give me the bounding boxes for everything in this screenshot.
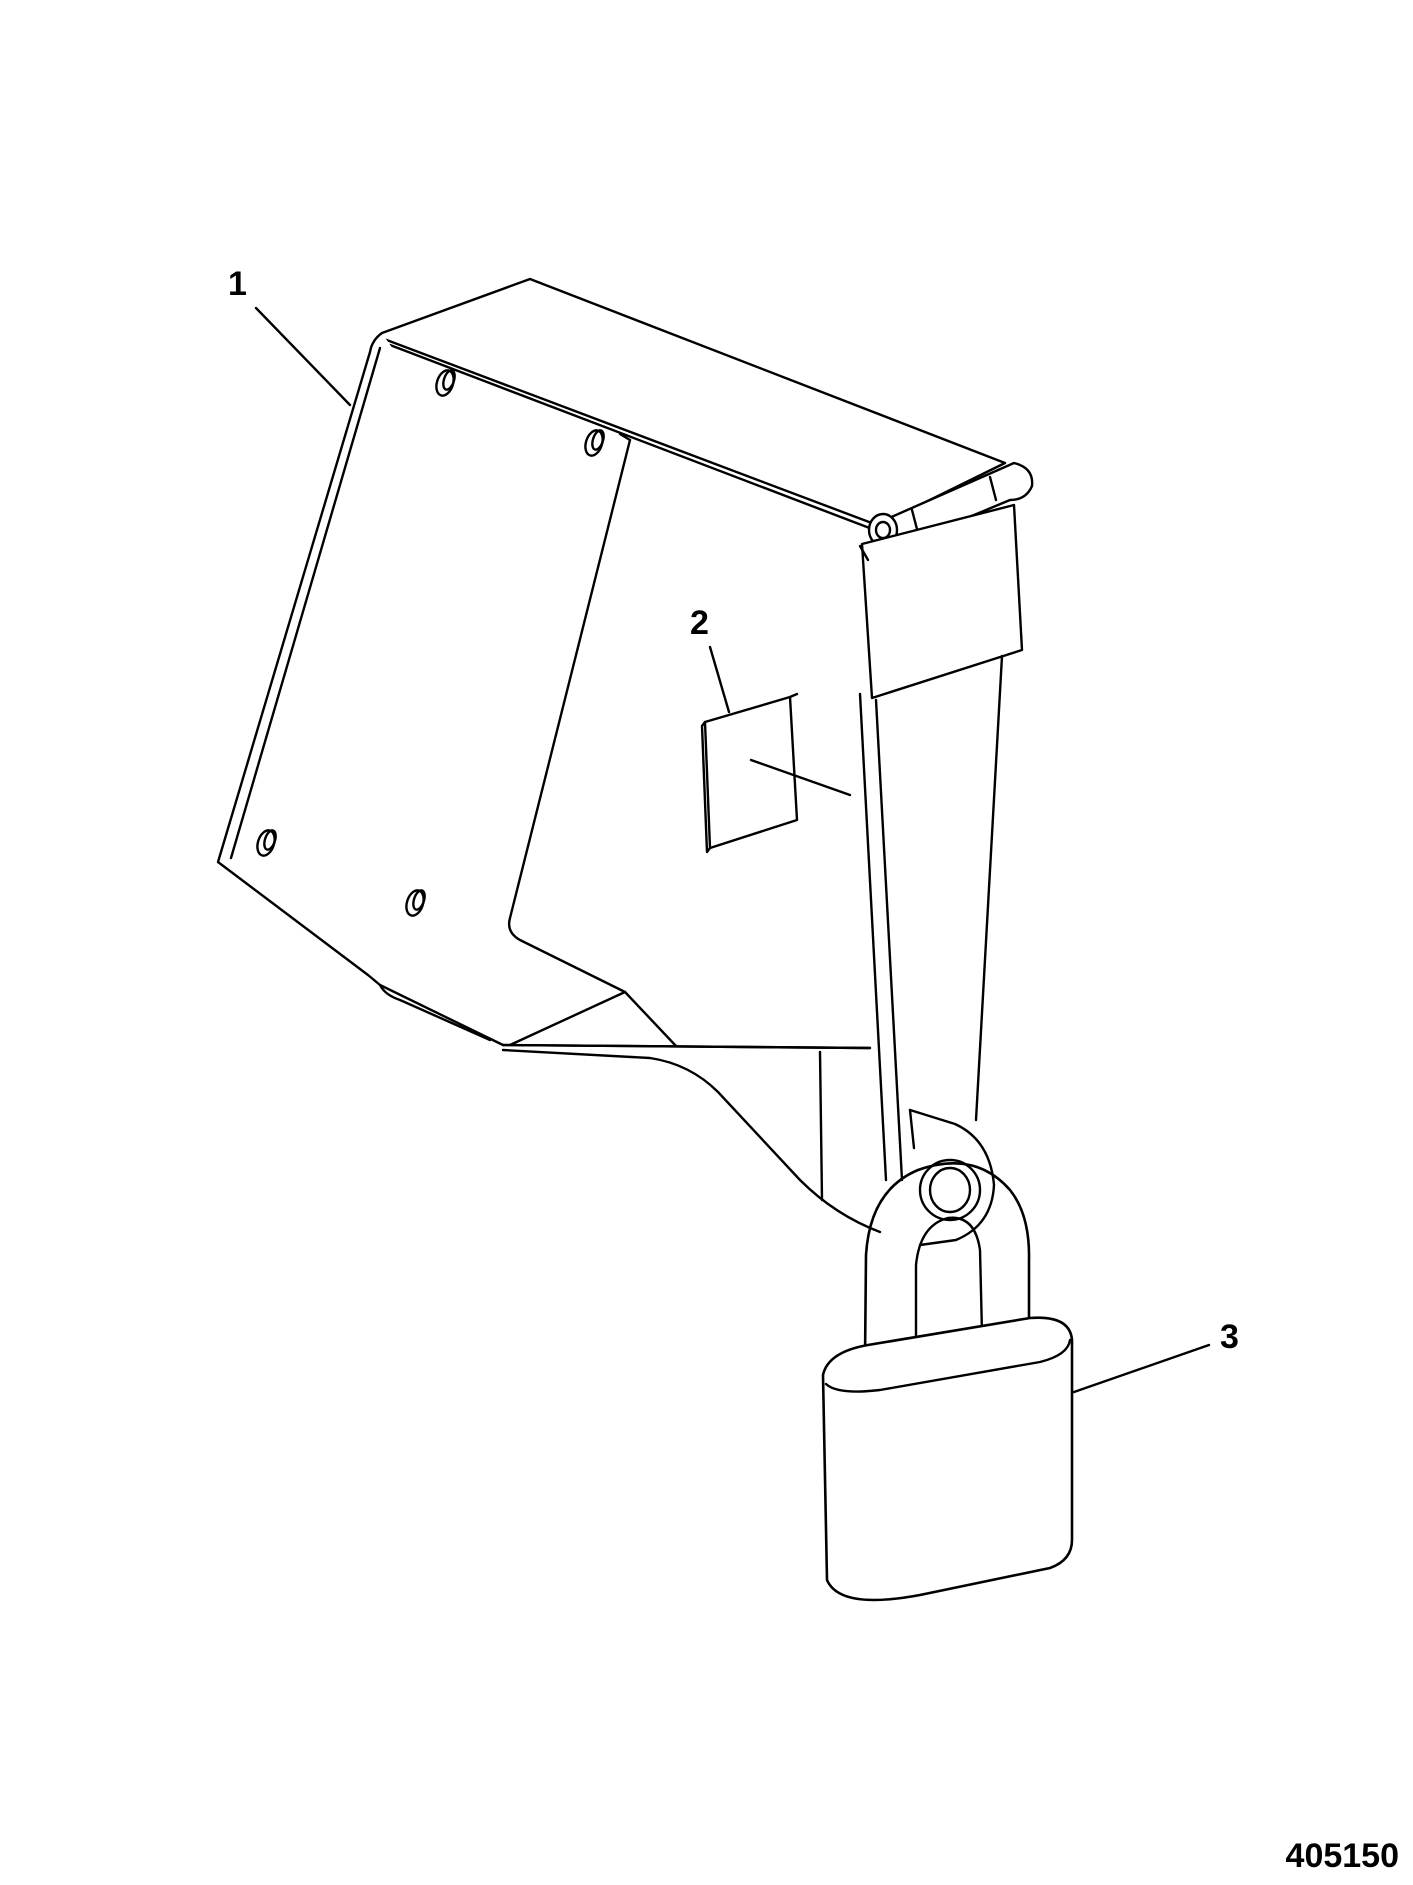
bracket-left-panel [216,331,872,1050]
callout-1-label: 1 [228,265,247,303]
mounting-hole-icon [256,829,277,857]
warning-decal [700,692,852,854]
bracket-top-flange-fold [382,337,887,530]
bracket-inner-fold [618,432,632,442]
padlock-shackle [863,1162,1031,1362]
bracket-inner-panel [507,438,678,1048]
bracket-lower-vertical [818,1050,824,1202]
mounting-hole-icon [435,369,456,397]
figure-number: 405150 [1285,1837,1399,1875]
bracket-left-panel-inner-edge [229,346,382,860]
padlock-body [821,1316,1074,1602]
bracket-lower-flange [501,990,882,1234]
hasp-strap-tapered-body [858,654,1004,1182]
padlock [821,1162,1074,1602]
leader-line-3 [1072,1343,1211,1394]
mounting-hole-icon [584,429,605,457]
hasp-eye-plate [908,1108,996,1247]
callout-3-label: 3 [1220,1318,1239,1356]
hasp-strap [858,503,1024,1247]
bracket-top-flange-inner-edge [388,343,882,534]
callout-2-label: 2 [690,604,709,642]
leader-line-2 [708,645,731,714]
mounting-hole-icon [405,889,426,917]
leader-line-1 [254,306,352,407]
bracket-cover [216,277,1034,1247]
bracket-lower-flange-edge [378,983,492,1042]
